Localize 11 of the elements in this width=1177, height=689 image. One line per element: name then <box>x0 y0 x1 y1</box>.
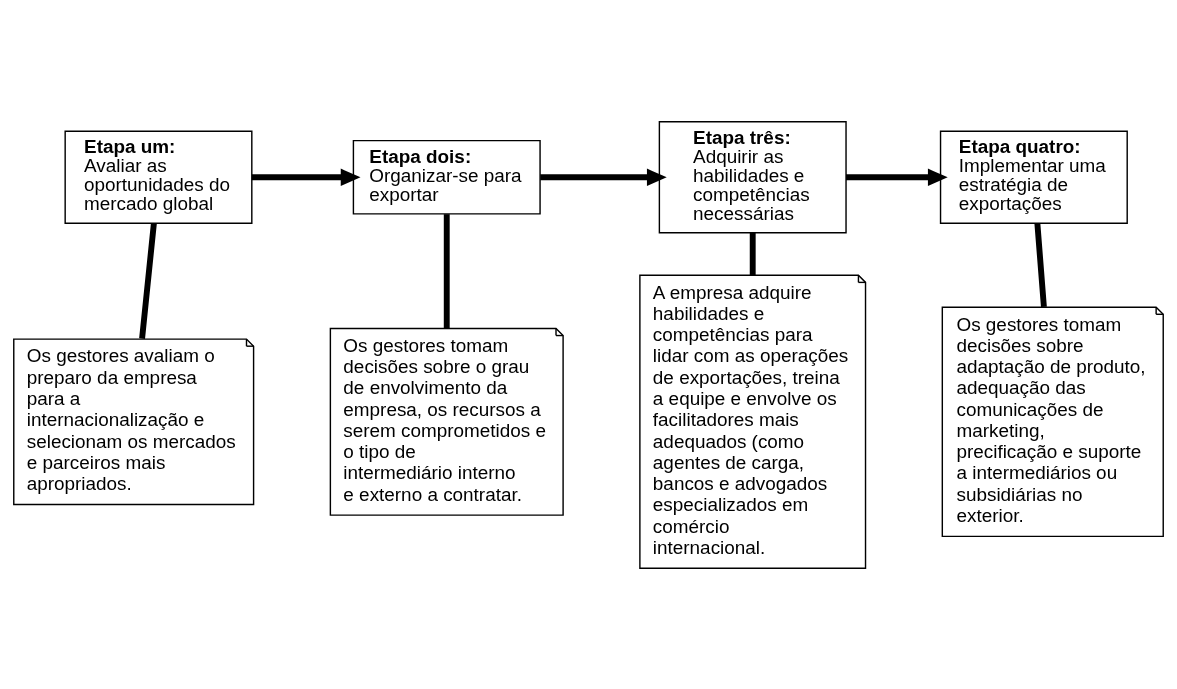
node-box: Etapa dois: Organizar-se para exportar <box>352 139 541 215</box>
arrow <box>846 168 948 186</box>
node-box: Etapa quatro: Implementar uma estratégia de exportações <box>939 129 1128 224</box>
node-box: Etapa três: Adquirir as habilidades e competências necessárias <box>658 120 847 233</box>
connector <box>443 213 450 328</box>
arrow <box>251 168 361 186</box>
connector <box>1034 222 1047 307</box>
node-box: Etapa um: Avaliar as oportunidades do mercado global <box>64 129 253 224</box>
arrow <box>540 168 667 186</box>
connector <box>749 232 756 275</box>
connector <box>139 222 157 339</box>
